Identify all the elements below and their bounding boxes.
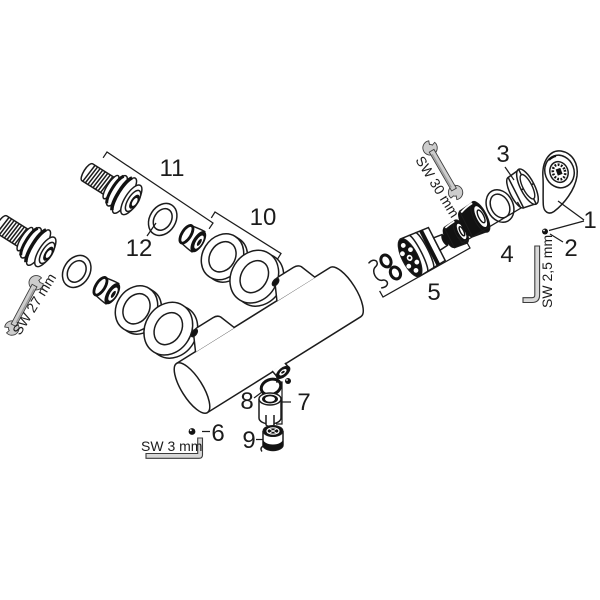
part-label-4: 4 — [500, 241, 513, 268]
wrench-sw27: SW 27 mm — [1, 270, 59, 339]
port-grub-screw — [285, 378, 291, 384]
body-end-cap — [173, 362, 211, 414]
large-o-ring — [485, 188, 515, 224]
hex-key-sw3-label: SW 3 mm — [141, 438, 202, 454]
small-o-ring — [379, 253, 393, 269]
mixer-body — [173, 265, 364, 414]
check-valve — [260, 425, 284, 452]
retaining-clip — [368, 259, 389, 289]
callout-lines — [102, 151, 585, 441]
part-label-8: 8 — [240, 388, 253, 415]
handle-screw — [542, 228, 548, 235]
hex-key-sw25: SW 2,5 mm — [522, 235, 555, 308]
wrench-sw30: SW 30 mm — [412, 137, 467, 220]
part-number-labels: 1 2 3 4 5 6 7 8 9 10 11 12 — [126, 141, 597, 454]
bracket-4 — [457, 201, 522, 244]
bracket-11 — [102, 151, 214, 230]
part-label-11: 11 — [160, 155, 185, 182]
bracket-5 — [379, 241, 471, 298]
hex-key-sw3: SW 3 mm — [141, 437, 204, 459]
retaining-cap — [505, 168, 540, 209]
handle — [542, 150, 578, 214]
outlet-port — [271, 362, 291, 380]
part-label-9: 9 — [242, 427, 255, 454]
part-label-5: 5 — [427, 279, 440, 306]
part-label-3: 3 — [496, 141, 509, 168]
part-label-7: 7 — [297, 389, 310, 416]
hex-key-sw25-label: SW 2,5 mm — [539, 235, 555, 308]
aerator-nut — [258, 392, 282, 428]
part-label-2: 2 — [564, 235, 577, 262]
leader-2 — [549, 233, 564, 243]
leader-8 — [253, 391, 263, 399]
body-grub-screw — [188, 428, 196, 435]
leader-12 — [146, 222, 157, 237]
leader-3 — [504, 166, 515, 181]
bracket-10 — [210, 211, 282, 260]
part-label-10: 10 — [250, 204, 277, 231]
bracket-7 — [276, 381, 291, 425]
part-label-6: 6 — [211, 420, 224, 447]
chrome-sleeve — [458, 200, 491, 238]
small-o-ring — [388, 265, 403, 281]
thermostat-cartridge — [397, 226, 454, 278]
cartridge-assembly — [368, 219, 470, 289]
part-label-1: 1 — [583, 207, 596, 234]
part-label-12: 12 — [126, 235, 153, 262]
leader-1 — [548, 200, 585, 232]
